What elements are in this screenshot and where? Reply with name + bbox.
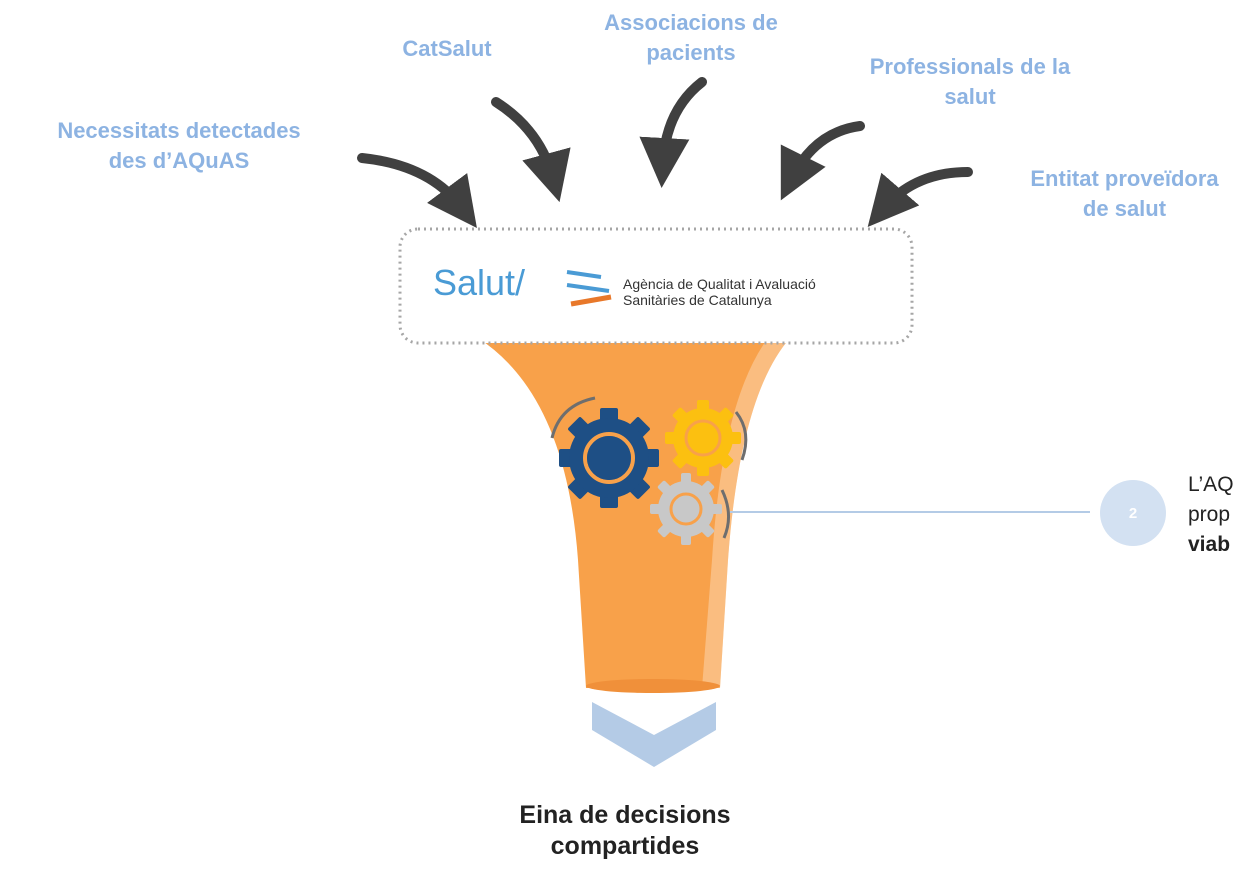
- gear-blue: [559, 408, 659, 508]
- agency-name-line: Agència de Qualitat i Avaluació: [623, 276, 816, 292]
- source-health-professionals: Professionals de la salut: [826, 52, 1114, 112]
- source-label-line: Professionals de la: [869, 54, 1071, 79]
- source-patient-associations: Associacions de pacients: [560, 8, 822, 68]
- salut-logo-text: Salut/: [433, 262, 526, 303]
- source-label-line: Entitat proveïdora: [1030, 166, 1219, 191]
- source-label-line: CatSalut: [402, 36, 492, 61]
- arrow-from-professionals: [780, 121, 865, 201]
- source-aquas-needs: Necessitats detectades des d’AQuAS: [16, 116, 342, 176]
- source-label-line: salut: [944, 84, 996, 109]
- step-text-line: prop: [1188, 503, 1231, 526]
- output-label-line: Eina de decisions: [519, 801, 731, 829]
- aquas-logo-icon: [566, 270, 612, 307]
- gear-grey: [650, 473, 722, 545]
- source-health-provider: Entitat proveïdora de salut: [996, 164, 1253, 224]
- step-text-line: L’AQ: [1188, 473, 1234, 496]
- source-catsalut: CatSalut: [382, 34, 512, 64]
- logo-box: [398, 227, 914, 345]
- step-text-line: viab: [1188, 533, 1231, 556]
- step-description: L’AQ prop viab: [1188, 470, 1234, 560]
- source-label-line: de salut: [1082, 196, 1167, 221]
- arrow-from-patients: [639, 77, 707, 188]
- rotation-arrow-icon: [720, 489, 730, 539]
- source-label-line: des d’AQuAS: [108, 148, 250, 173]
- gear-yellow: [665, 400, 741, 476]
- step-number-badge: 2: [1100, 480, 1166, 546]
- funnel-bottom-rim: [586, 679, 720, 693]
- source-label-line: Associacions de: [604, 10, 778, 35]
- arrow-from-catsalut: [491, 97, 571, 203]
- agency-name: Agència de Qualitat i Avaluació Sanitàri…: [623, 276, 816, 308]
- chevron-down-icon: [592, 702, 716, 767]
- source-label-line: pacients: [646, 40, 736, 65]
- agency-name-line: Sanitàries de Catalunya: [623, 292, 772, 308]
- arrow-from-aquas: [357, 153, 477, 229]
- output-label-line: compartides: [550, 832, 700, 860]
- arrow-from-provider: [867, 167, 973, 227]
- output-label: Eina de decisions compartides: [480, 800, 770, 862]
- source-label-line: Necessitats detectades: [57, 118, 301, 143]
- rotation-arrow-icon: [734, 411, 748, 461]
- rotation-arrow-icon: [550, 396, 596, 439]
- funnel-highlight: [702, 338, 790, 688]
